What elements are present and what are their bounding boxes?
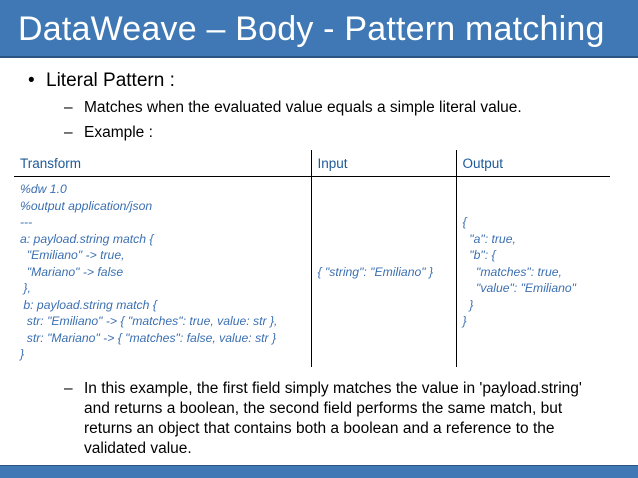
input-code: { "string": "Emiliano" } [310,176,456,367]
explanation-marker: – [64,380,73,397]
bullet-text: Literal Pattern : [46,70,175,91]
subbullet-marker: – [64,124,73,141]
transform-code: %dw 1.0 %output application/json --- a: … [20,182,278,361]
header-input: Input [310,150,456,177]
subbullet-text: Example : [84,124,153,141]
subbullet-marker: – [64,99,73,116]
table-row: %dw 1.0 %output application/json --- a: … [14,176,610,367]
bullet-marker: • [28,70,35,91]
example-table: Transform Input Output %dw 1.0 %output a… [14,150,610,367]
title-bar: DataWeave – Body - Pattern matching [0,0,638,58]
explanation-bullet: – In this example, the first field simpl… [64,379,604,459]
subbullet-text: Matches when the evaluated value equals … [84,99,522,116]
explanation-text: In this example, the first field simply … [84,380,582,457]
output-code: { "a": true, "b": { "matches": true, "va… [455,176,610,367]
bullet-literal-pattern: • Literal Pattern : [28,70,175,92]
table-header-row: Transform Input Output [14,150,610,177]
header-transform: Transform [14,150,311,177]
bottom-bar [0,465,638,478]
header-output: Output [455,150,610,177]
slide-title: DataWeave – Body - Pattern matching [18,10,605,48]
subbullet-example: –Example : [64,124,153,142]
subbullet-definition: –Matches when the evaluated value equals… [64,99,522,117]
